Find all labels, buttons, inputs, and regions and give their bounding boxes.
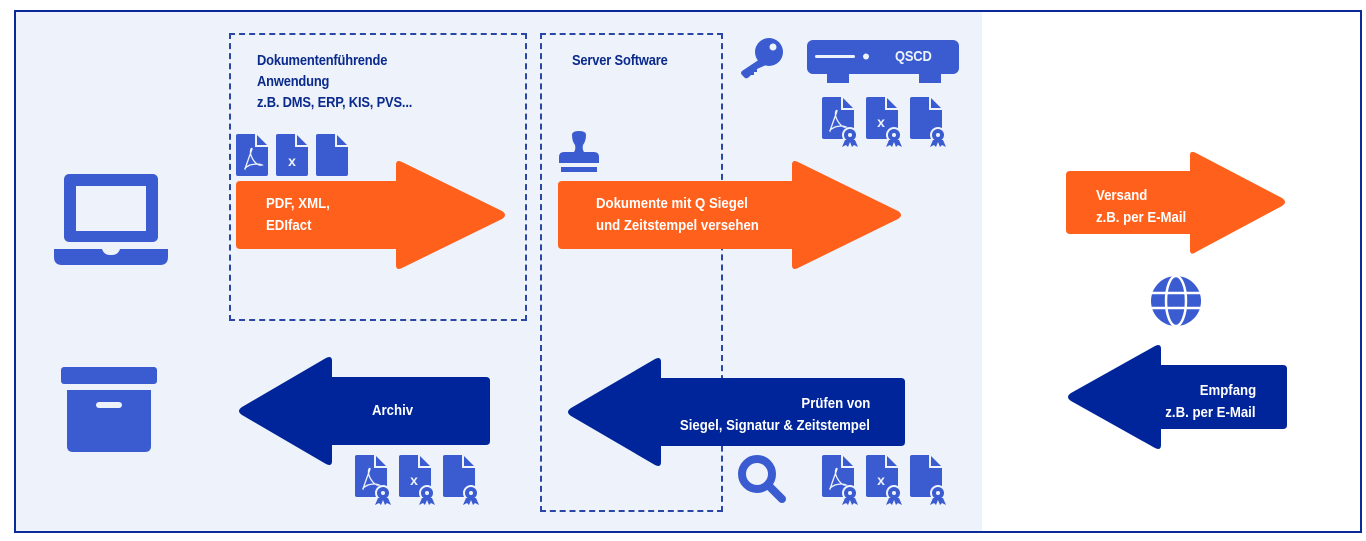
application-box <box>229 33 527 321</box>
laptop-icon <box>52 173 170 267</box>
arrow-seal <box>558 159 904 271</box>
xml-document-icon: x <box>276 134 308 181</box>
arrow-receive-line-1: Empfang <box>1199 382 1256 399</box>
arrow-send-line-1: Versand <box>1096 187 1148 204</box>
application-title-line-2: Anwendung <box>257 73 330 90</box>
sealed-xml-document-icon: x <box>399 455 435 510</box>
arrow-formats-line-2: EDIfact <box>266 217 312 234</box>
svg-text:x: x <box>410 472 418 488</box>
arrow-send <box>1066 150 1288 256</box>
generic-document-icon <box>316 134 348 181</box>
sealed-generic-document-icon <box>910 97 946 152</box>
arrow-verify-line-2: Siegel, Signatur & Zeitstempel <box>680 417 870 434</box>
arrow-formats <box>236 159 508 271</box>
source-documents: x <box>236 134 356 181</box>
arrow-receive <box>1065 343 1287 451</box>
qscd-label: QSCD <box>895 48 932 65</box>
application-title-line-1: Dokumentenführende <box>257 52 388 69</box>
arrow-receive-line-2: z.B. per E-Mail <box>1165 404 1256 421</box>
sealed-generic-document-icon <box>910 455 946 510</box>
svg-text:x: x <box>288 153 296 169</box>
svg-text:x: x <box>877 114 885 130</box>
sealed-pdf-document-icon <box>822 455 858 510</box>
sealed-pdf-document-icon <box>355 455 391 510</box>
qscd-device-icon <box>807 40 959 84</box>
sealed-documents-verify: x <box>822 455 954 510</box>
sealed-documents-archive: x <box>355 455 487 510</box>
application-title-line-3: z.B. DMS, ERP, KIS, PVS... <box>257 94 413 111</box>
globe-icon <box>1150 275 1202 327</box>
archive-box-icon <box>60 366 158 454</box>
stamp-icon <box>558 131 600 175</box>
server-software-title: Server Software <box>572 52 668 69</box>
arrow-verify-line-1: Prüfen von <box>801 395 870 412</box>
svg-text:x: x <box>877 472 885 488</box>
arrow-seal-line-2: und Zeitstempel versehen <box>596 217 759 234</box>
arrow-archive-line-1: Archiv <box>372 402 414 419</box>
arrow-verify <box>565 356 905 468</box>
sealed-documents-top: x <box>822 97 954 152</box>
arrow-archive <box>236 355 490 467</box>
sealed-xml-document-icon: x <box>866 455 902 510</box>
arrow-send-line-2: z.B. per E-Mail <box>1096 209 1187 226</box>
key-icon <box>740 37 784 79</box>
sealed-pdf-document-icon <box>822 97 858 152</box>
arrow-formats-line-1: PDF, XML, <box>266 195 330 212</box>
server-software-box <box>540 33 723 512</box>
arrow-seal-line-1: Dokumente mit Q Siegel <box>596 195 748 212</box>
pdf-document-icon <box>236 134 268 181</box>
sealed-generic-document-icon <box>443 455 479 510</box>
sealed-xml-document-icon: x <box>866 97 902 152</box>
search-icon <box>737 454 789 506</box>
